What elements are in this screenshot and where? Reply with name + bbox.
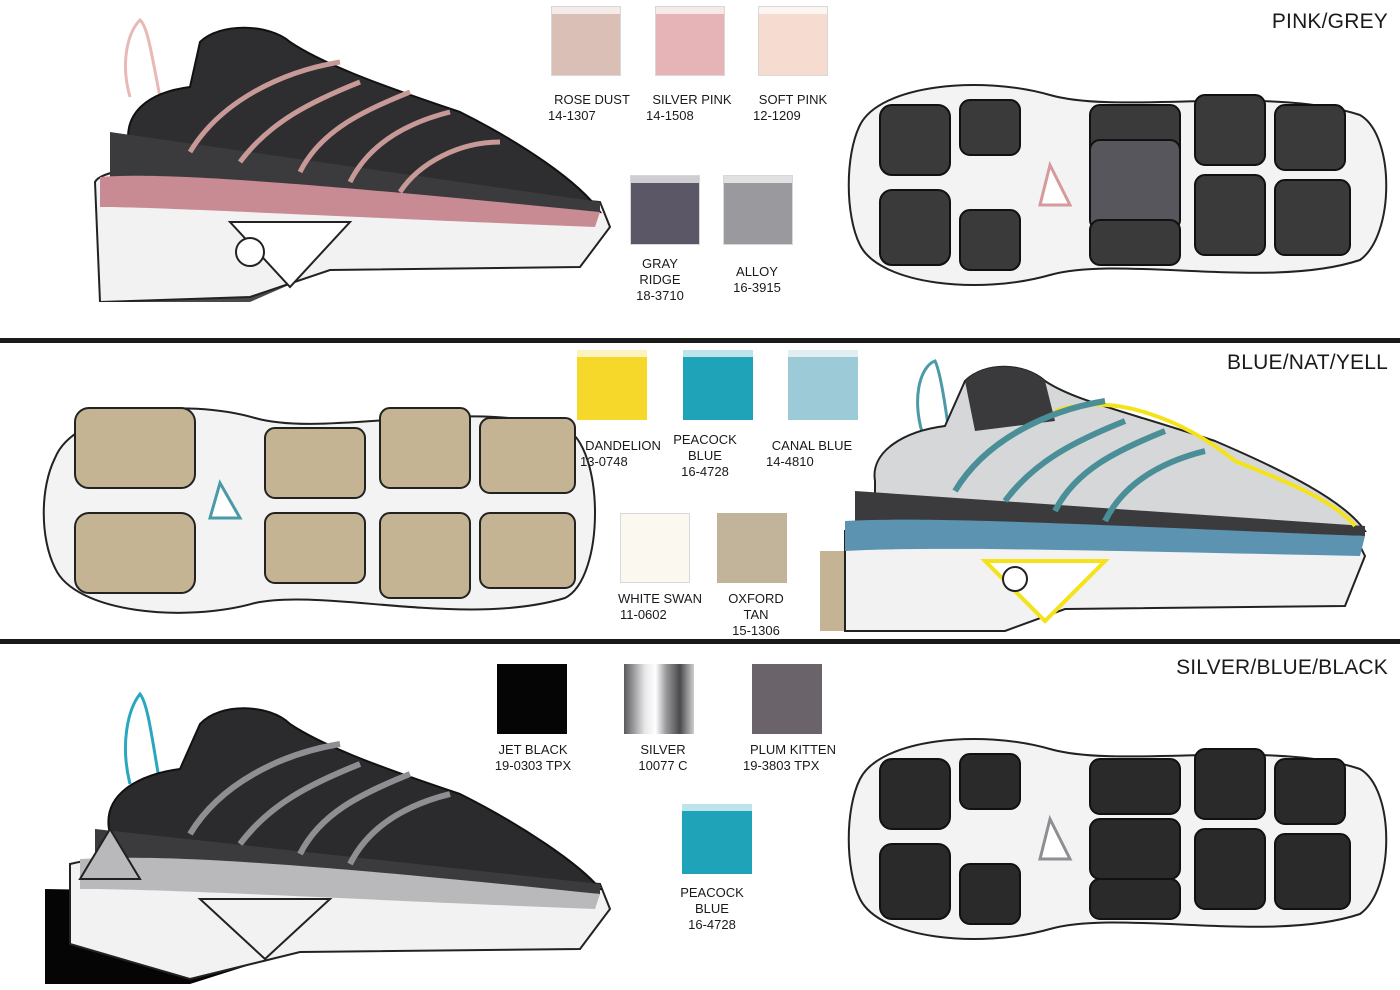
color-chip	[577, 350, 647, 420]
swatch-label: PEACOCK BLUE 16-4728	[673, 432, 737, 479]
colorway-title: PINK/GREY	[1271, 10, 1388, 33]
color-chip	[620, 513, 690, 583]
shoe-side-view	[40, 684, 615, 984]
swatch-label: ROSE DUST 14-1307	[548, 92, 630, 123]
shoe-side-view	[815, 351, 1375, 636]
swatch-label: PEACOCK BLUE 16-4728	[680, 885, 744, 932]
outsole-view	[820, 719, 1390, 959]
colorway-silver-blue-black: SILVER/BLUE/BLACK JET BLACK 19-0303 TPX	[0, 644, 1400, 990]
swatch-silver	[624, 664, 696, 734]
color-chip	[788, 350, 858, 420]
section-divider	[0, 338, 1400, 343]
colorway-title: SILVER/BLUE/BLACK	[1176, 656, 1388, 679]
swatch-plum-kitten	[752, 664, 824, 734]
colorway-pink-grey: PINK/GREY ROSE DUST 14-1307	[0, 0, 1400, 338]
swatch-canal-blue	[788, 350, 860, 420]
color-chip	[752, 664, 822, 734]
color-chip	[630, 175, 700, 245]
color-chip	[683, 350, 753, 420]
swatch-label: GRAY RIDGE 18-3710	[636, 256, 684, 303]
color-chip	[655, 6, 725, 76]
swatch-silver-pink	[655, 6, 727, 76]
swatch-label: ALLOY 16-3915	[733, 264, 781, 295]
swatch-soft-pink	[758, 6, 830, 76]
color-chip	[717, 513, 787, 583]
section-divider	[0, 639, 1400, 644]
swatch-oxford-tan	[717, 513, 789, 583]
swatch-label: JET BLACK 19-0303 TPX	[494, 742, 572, 773]
color-chip	[758, 6, 828, 76]
swatch-label: PLUM KITTEN 19-3803 TPX	[743, 742, 836, 773]
shoe-side-view	[40, 12, 615, 302]
outsole-view	[820, 65, 1395, 305]
color-chip	[723, 175, 793, 245]
swatch-label: CANAL BLUE 14-4810	[766, 438, 853, 469]
colorway-title: BLUE/NAT/YELL	[1227, 351, 1388, 374]
swatch-label: OXFORD TAN 15-1306	[728, 591, 784, 638]
swatch-label: DANDELION 13-0748	[580, 438, 661, 469]
swatch-dandelion	[577, 350, 649, 420]
swatch-alloy	[723, 175, 795, 245]
colorway-blue-nat-yell: BLUE/NAT/YELL DANDELION 13-0748	[0, 343, 1400, 639]
swatch-white-swan	[620, 513, 692, 583]
swatch-label: SOFT PINK 12-1209	[753, 92, 828, 123]
swatch-label: SILVER 10077 C	[638, 742, 688, 773]
swatch-peacock-blue	[683, 350, 755, 420]
swatch-label: SILVER PINK 14-1508	[646, 92, 732, 123]
color-chip	[682, 804, 752, 874]
color-chip	[497, 664, 567, 734]
outsole-view	[35, 388, 605, 633]
swatch-rose-dust	[551, 6, 623, 76]
swatch-peacock-blue	[682, 804, 754, 874]
swatch-label: WHITE SWAN 11-0602	[617, 591, 702, 622]
color-chip	[551, 6, 621, 76]
color-chip	[624, 664, 694, 734]
swatch-gray-ridge	[630, 175, 702, 245]
swatch-jet-black	[497, 664, 569, 734]
